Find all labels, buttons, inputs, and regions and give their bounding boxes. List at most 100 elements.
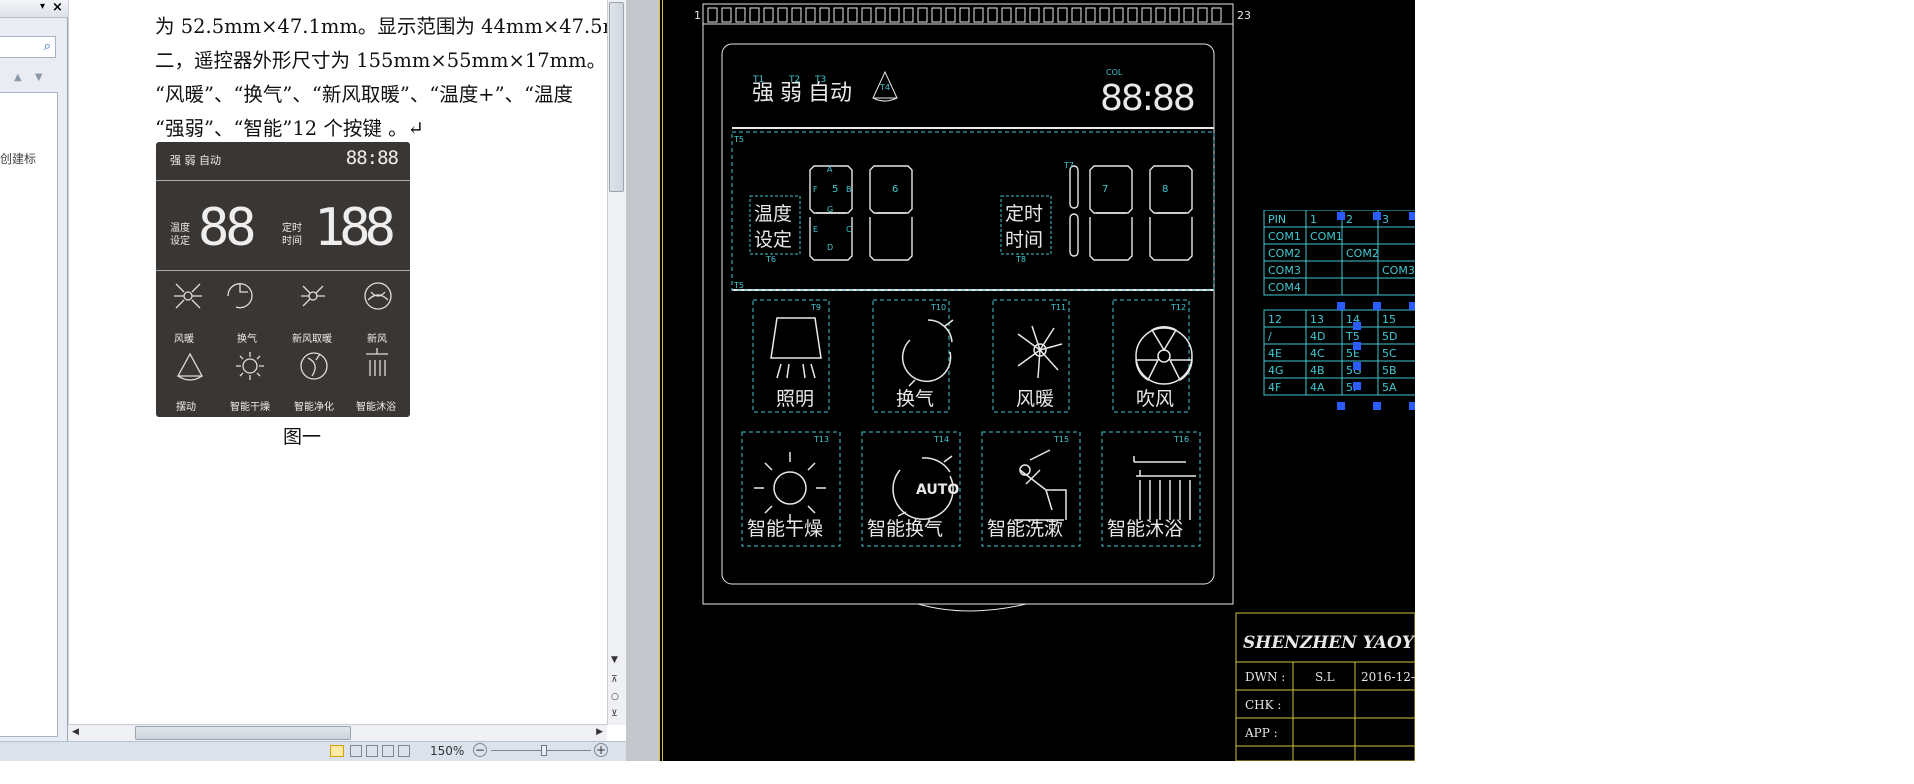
icon-frame	[741, 431, 841, 547]
segment-mark: A	[827, 165, 833, 174]
icon-frame	[861, 431, 961, 547]
lcd-text-strong: 强	[752, 81, 774, 106]
lcd-clock: 88:88	[1100, 78, 1194, 119]
zoom-in-button[interactable]: +	[594, 743, 608, 757]
zoom-slider-thumb[interactable]	[541, 745, 547, 756]
selection-grip	[1373, 302, 1381, 310]
navigation-pane-header: ▾ ×	[0, 0, 68, 18]
wash-icon	[1014, 449, 1067, 521]
pin-table-cell: 5C	[1382, 347, 1397, 360]
doc-line: “风暖”、“换气”、“新风取暖”、“温度+”、“温度	[155, 83, 574, 106]
draft-icon[interactable]	[398, 745, 410, 757]
icon-tag: T9	[810, 303, 821, 312]
icon-tag: T16	[1173, 435, 1189, 444]
pin-table-cell: COM3	[1268, 264, 1301, 277]
lcd-tag: T1	[752, 75, 764, 85]
pin-table-cell: 5B	[1382, 364, 1397, 377]
title-cell: APP :	[1244, 726, 1278, 740]
digit-index: 7	[1102, 184, 1108, 195]
icon-label: 智能干燥	[747, 518, 823, 540]
digit-index: 6	[892, 184, 898, 195]
pin-table-cell: COM2	[1346, 247, 1379, 260]
lcd-tag: T4	[879, 83, 890, 92]
lcd-timer-label: 定时	[1005, 203, 1043, 225]
cad-viewport-border	[659, 0, 663, 761]
pin-table-cell: 4F	[1268, 381, 1281, 394]
icon-tag: T11	[1050, 303, 1066, 312]
cad-drawing-canvas[interactable]: 1 23 强 弱 自动 T1 T2 T3 T4 COL 88:88 T5 T5 …	[660, 0, 1415, 761]
icon-label: 换气	[896, 388, 934, 410]
ventilate-icon	[227, 283, 253, 309]
pin-table-cell: /	[1268, 330, 1272, 343]
pin-table-cell: COM2	[1268, 247, 1301, 260]
zoom-out-button[interactable]: −	[473, 743, 487, 757]
browse-object-icon[interactable]: ○	[611, 692, 619, 702]
pin-table-cell: 5A	[1382, 381, 1397, 394]
pin-table-cell: 4G	[1268, 364, 1284, 377]
icon-tag: T10	[930, 303, 946, 312]
remote-icon-label: 换气	[237, 334, 257, 345]
blank-area	[1415, 0, 1914, 784]
navigation-pane: ▾ × ⌕ ▲ ▼ 创建标	[0, 0, 68, 745]
seven-segment-digit	[809, 165, 853, 261]
fresh-air-icon	[364, 282, 392, 310]
print-layout-icon[interactable]	[330, 745, 344, 757]
digit-index: 5	[832, 184, 838, 195]
close-icon[interactable]: ×	[52, 0, 63, 15]
selection-grip	[1373, 402, 1381, 410]
lcd-tag: T2	[788, 75, 800, 85]
pin-table-cell: 2	[1346, 213, 1353, 226]
segment-mark: G	[827, 205, 833, 214]
seg-tag: T7	[1063, 161, 1074, 170]
remote-timer-digits: 188	[314, 198, 396, 258]
swing-icon	[176, 352, 204, 381]
vertical-scroll-thumb[interactable]	[609, 2, 624, 192]
pin-table-cell: 4E	[1268, 347, 1282, 360]
smart-ventilate-icon	[892, 455, 954, 520]
lcd-timer-label: 时间	[1005, 229, 1043, 251]
zoom-level[interactable]: 150%	[430, 744, 465, 758]
prev-page-icon[interactable]: ⊼	[611, 675, 618, 685]
search-icon[interactable]: ⌕	[43, 39, 51, 54]
icon-frame	[752, 299, 830, 413]
outline-icon[interactable]	[382, 745, 394, 757]
remote-icon-label: 风暖	[174, 334, 194, 345]
pin-table-cell: PIN	[1268, 213, 1286, 226]
pin-table-cell: COM1	[1310, 230, 1343, 243]
search-input[interactable]: ⌕	[0, 36, 56, 58]
pin-table-cell: 3	[1382, 213, 1389, 226]
next-page-icon[interactable]: ⊻	[611, 709, 618, 719]
remote-icon-label: 智能沐浴	[356, 402, 396, 413]
company-name: SHENZHEN YAOYU HUA	[1243, 633, 1415, 653]
scroll-down-icon[interactable]: ▼	[611, 655, 618, 665]
digit-index: 8	[1162, 184, 1168, 195]
full-screen-icon[interactable]	[350, 745, 362, 757]
remote-temp-digits: 88	[198, 198, 257, 258]
seven-segment-digit	[1089, 165, 1133, 261]
seven-segment-digit	[1149, 165, 1193, 261]
window-splitter[interactable]	[626, 0, 660, 761]
ventilate-icon	[901, 319, 954, 387]
icon-tag: T15	[1053, 435, 1069, 444]
remote-icon-label: 摆动	[176, 402, 196, 413]
scroll-right-icon[interactable]: ▶	[596, 727, 603, 737]
lcd-tag: T3	[814, 75, 826, 85]
horizontal-scroll-thumb[interactable]	[135, 726, 351, 740]
web-layout-icon[interactable]	[366, 745, 378, 757]
figure-caption: 图一	[283, 426, 322, 448]
title-cell: S.L	[1315, 670, 1335, 684]
selection-grip	[1337, 302, 1345, 310]
nav-hint-text: 创建标	[0, 152, 37, 166]
pin-table-cell: 4D	[1310, 330, 1325, 343]
previous-arrow-icon[interactable]: ▲	[14, 72, 22, 83]
seven-segment-digit	[869, 165, 913, 261]
icon-frame	[992, 299, 1070, 413]
lamp-icon	[770, 317, 822, 379]
pin-table-cell: 5E	[1346, 347, 1360, 360]
document-page[interactable]: 为 52.5mm×47.1mm。显示范围为 44mm×47.5m 二，遥控器外形…	[68, 0, 626, 725]
pin-table-cell: COM1	[1268, 230, 1301, 243]
scroll-left-icon[interactable]: ◀	[72, 727, 79, 737]
pane-menu-icon[interactable]: ▾	[40, 1, 46, 12]
next-arrow-icon[interactable]: ▼	[34, 72, 43, 83]
shower-icon	[1133, 456, 1196, 520]
